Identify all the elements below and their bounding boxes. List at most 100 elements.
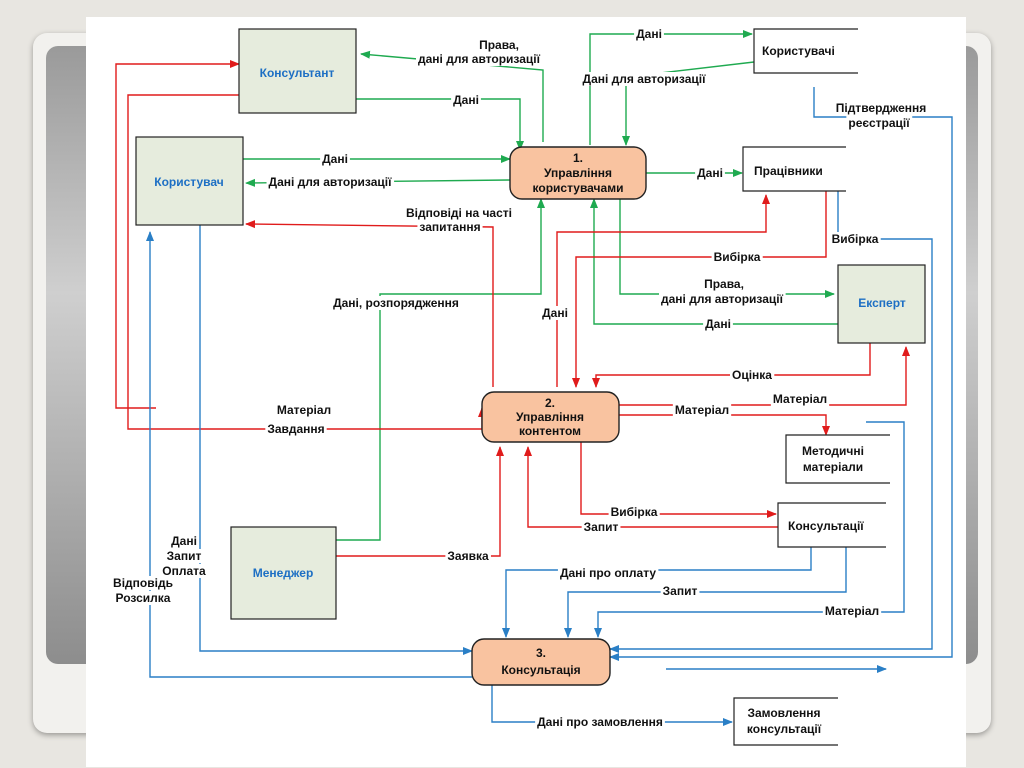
blue-flows [146, 87, 953, 726]
store-orders-line2: консультації [747, 722, 822, 736]
store-methodical: Методичні матеріали [785, 434, 890, 484]
label-halo [829, 232, 881, 246]
label-halo [451, 93, 481, 107]
flow-rights-auth-line1: Права, [479, 38, 519, 52]
label-halo [730, 368, 775, 382]
label-halo [477, 38, 521, 52]
flow-material-expert: Матеріал [773, 392, 827, 406]
label-halo [634, 27, 664, 41]
flow-request-consultation: Запит [663, 584, 698, 598]
process-1-line1: Управління [544, 166, 612, 180]
store-methodical-line2: матеріали [803, 460, 863, 474]
flow-labels: Права, дані для авторизації Дані Дані Да… [111, 27, 929, 729]
data-flow-diagram: Консультант Користувач Менеджер Експерт … [111, 27, 953, 746]
label-halo [266, 175, 395, 189]
label-halo [659, 292, 786, 306]
store-workers: Працівники [742, 146, 846, 192]
label-halo [672, 403, 732, 417]
label-halo [702, 277, 746, 291]
flow-rights-expert-line2: дані для авторизації [661, 292, 784, 306]
process-2-line1: Управління [516, 410, 584, 424]
flow-manager-payment: Оплата [162, 564, 206, 578]
flow-confirm-line2: реєстрації [848, 116, 910, 130]
entity-consultant: Консультант [238, 28, 357, 114]
flow-mailing: Розсилка [116, 591, 171, 605]
label-halo [331, 296, 461, 310]
entity-user: Користувач [135, 136, 244, 226]
process-1-number: 1. [573, 151, 583, 165]
label-halo [417, 220, 483, 234]
label-halo [540, 306, 570, 320]
label-halo [770, 392, 830, 406]
process-3-number: 3. [536, 646, 546, 660]
store-users: Користувачі [753, 28, 858, 74]
store-users-label: Користувачі [762, 44, 835, 58]
label-halo [320, 152, 350, 166]
process-user-management: 1. Управління користувачами [509, 146, 647, 200]
label-halo [711, 250, 763, 264]
label-halo [660, 584, 700, 598]
label-halo [580, 72, 709, 86]
flow-answers-line1: Відповіді на часті [406, 206, 512, 220]
flow-data-expert: Дані [705, 317, 731, 331]
process-2-number: 2. [545, 396, 555, 410]
flow-auth-data-user: Дані для авторизації [269, 175, 393, 189]
store-consultations: Консультації [777, 502, 886, 548]
flow-answer: Відповідь [113, 576, 173, 590]
store-workers-label: Працівники [754, 164, 823, 178]
label-halo [416, 52, 543, 66]
label-halo [833, 101, 929, 115]
process-2-line2: контентом [519, 424, 581, 438]
label-halo [846, 116, 913, 130]
process-consultation: 3. Консультація [471, 638, 611, 686]
store-methodical-line1: Методичні [802, 444, 864, 458]
label-halo [160, 564, 209, 578]
process-1-line2: користувачами [533, 181, 624, 195]
flow-data-user: Дані [322, 152, 348, 166]
flow-data-consultant: Дані [453, 93, 479, 107]
label-halo [445, 549, 491, 563]
flow-evaluation: Оцінка [732, 368, 772, 382]
flow-task: Завдання [267, 422, 324, 436]
flow-manager-request: Запит [167, 549, 202, 563]
label-halo [695, 166, 725, 180]
label-halo [265, 422, 327, 436]
flow-data-content: Дані [542, 306, 568, 320]
flow-manager-data: Дані [171, 534, 197, 548]
entity-manager-label: Менеджер [253, 566, 314, 580]
process-3-line1: Консультація [501, 663, 580, 677]
label-halo [113, 591, 173, 605]
entity-manager: Менеджер [230, 526, 337, 620]
label-halo [581, 520, 621, 534]
store-consultations-label: Консультації [788, 519, 864, 533]
label-halo [608, 505, 660, 519]
entity-user-label: Користувач [154, 175, 223, 189]
flow-auth-data-users: Дані для авторизації [583, 72, 707, 86]
flow-order-data: Дані про замовлення [537, 715, 663, 729]
label-halo [404, 206, 514, 220]
entity-expert-label: Експерт [858, 296, 906, 310]
entity-expert: Експерт [837, 264, 926, 344]
flow-rights-auth-line2: дані для авторизації [418, 52, 541, 66]
flow-request-consultations: Запит [584, 520, 619, 534]
label-halo [822, 604, 882, 618]
entity-consultant-label: Консультант [260, 66, 335, 80]
flow-selection-workers: Вибірка [714, 250, 761, 264]
label-halo [169, 534, 199, 548]
flow-material-consultant: Матеріал [277, 403, 331, 417]
flow-selection-blue: Вибірка [832, 232, 879, 246]
store-orders-line1: Замовлення [747, 706, 820, 720]
flow-data-workers: Дані [697, 166, 723, 180]
flow-material-consultation: Матеріал [825, 604, 879, 618]
flow-application: Заявка [447, 549, 489, 563]
flow-answers-line2: запитання [419, 220, 480, 234]
flow-selection-consultations: Вибірка [611, 505, 658, 519]
flow-confirm-line1: Підтвердження [836, 101, 927, 115]
process-content-management: 2. Управління контентом [481, 391, 620, 443]
label-halo [703, 317, 733, 331]
flow-data-orders: Дані, розпорядження [333, 296, 459, 310]
flow-data-users: Дані [636, 27, 662, 41]
label-halo [535, 715, 665, 729]
label-halo [274, 403, 334, 417]
flow-rights-expert-line1: Права, [704, 277, 744, 291]
